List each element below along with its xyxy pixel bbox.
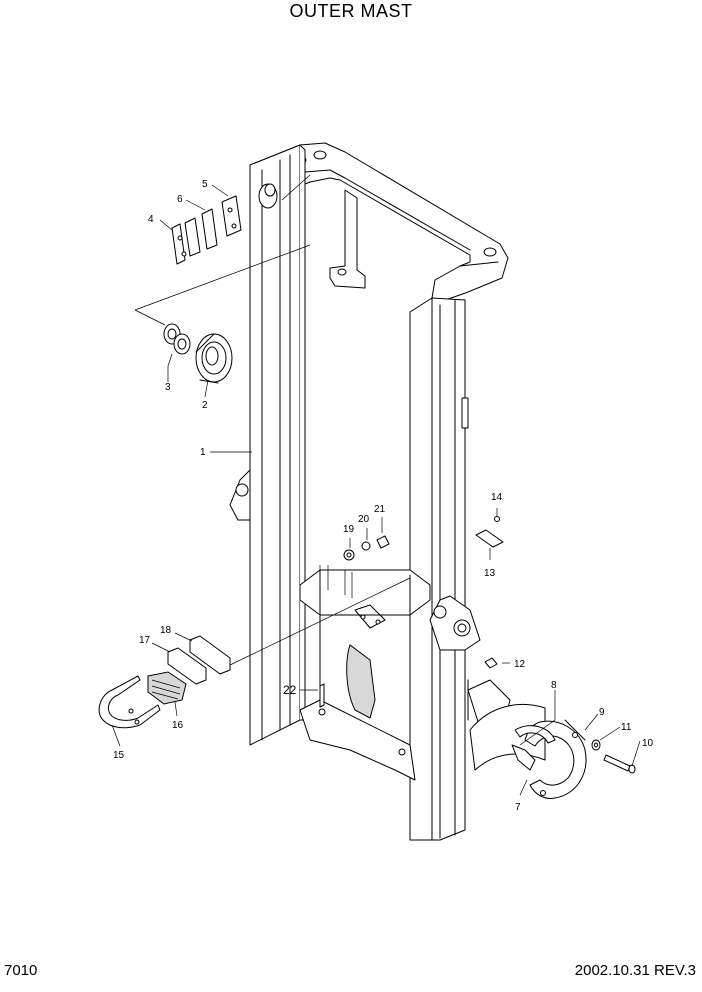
callout-6: 6	[177, 194, 183, 205]
callout-5: 5	[202, 179, 208, 190]
callout-13: 13	[484, 568, 496, 579]
callout-18: 18	[160, 625, 172, 636]
callout-14: 14	[491, 492, 503, 503]
callout-11: 11	[621, 722, 632, 733]
grease-nipple-part-12	[484, 657, 498, 669]
u-clamp-part-15	[98, 675, 161, 729]
shim-plates-part-4-6	[171, 195, 242, 265]
plate-part-13	[475, 529, 504, 548]
callout-19: 19	[343, 524, 355, 535]
callout-16: 16	[172, 720, 184, 731]
bearing-part-2	[195, 333, 233, 384]
left-mounting-boss	[229, 469, 251, 521]
callout-22: 22	[283, 683, 297, 697]
pin-part-14	[494, 516, 500, 522]
upper-pin-boss	[258, 183, 278, 209]
plate-part-18	[189, 635, 231, 675]
page-code: 7010	[4, 962, 38, 979]
part-22-bolt	[319, 683, 325, 708]
callout-15: 15	[113, 750, 125, 761]
leader-lines	[111, 174, 641, 796]
shim-washers-part-3	[163, 323, 191, 355]
callout-1: 1	[200, 447, 206, 458]
hardware-parts-19-21	[343, 535, 390, 561]
right-mast-channel	[409, 297, 469, 841]
callout-17: 17	[139, 635, 151, 646]
callout-4: 4	[148, 214, 154, 225]
lower-crossmember	[299, 569, 431, 781]
shim-part-8	[511, 725, 556, 771]
revision-stamp: 2002.10.31 REV.3	[574, 962, 696, 979]
left-mast-channel	[249, 144, 306, 746]
right-mounting-boss	[429, 595, 481, 651]
callout-2: 2	[202, 400, 208, 411]
rubber-pad-part-16	[147, 671, 187, 705]
chain-anchor-bracket	[329, 189, 366, 289]
callout-3: 3	[165, 382, 171, 393]
callout-21: 21	[374, 504, 386, 515]
callout-10: 10	[642, 738, 654, 749]
bolt-part-10	[603, 754, 636, 774]
callout-8: 8	[551, 680, 557, 691]
plate-part-17	[167, 647, 207, 685]
callout-9: 9	[599, 707, 605, 718]
callout-20: 20	[358, 514, 370, 525]
washer-part-11	[591, 739, 601, 751]
callout-12: 12	[514, 659, 526, 670]
callout-7: 7	[515, 802, 521, 813]
bearing-cap-part-7	[524, 719, 587, 799]
callout-labels: 1 2 3 4 5 6 7 8 9 10 11 12 13 14 15 16 1…	[113, 179, 654, 813]
page-title: OUTER MAST	[289, 1, 413, 21]
